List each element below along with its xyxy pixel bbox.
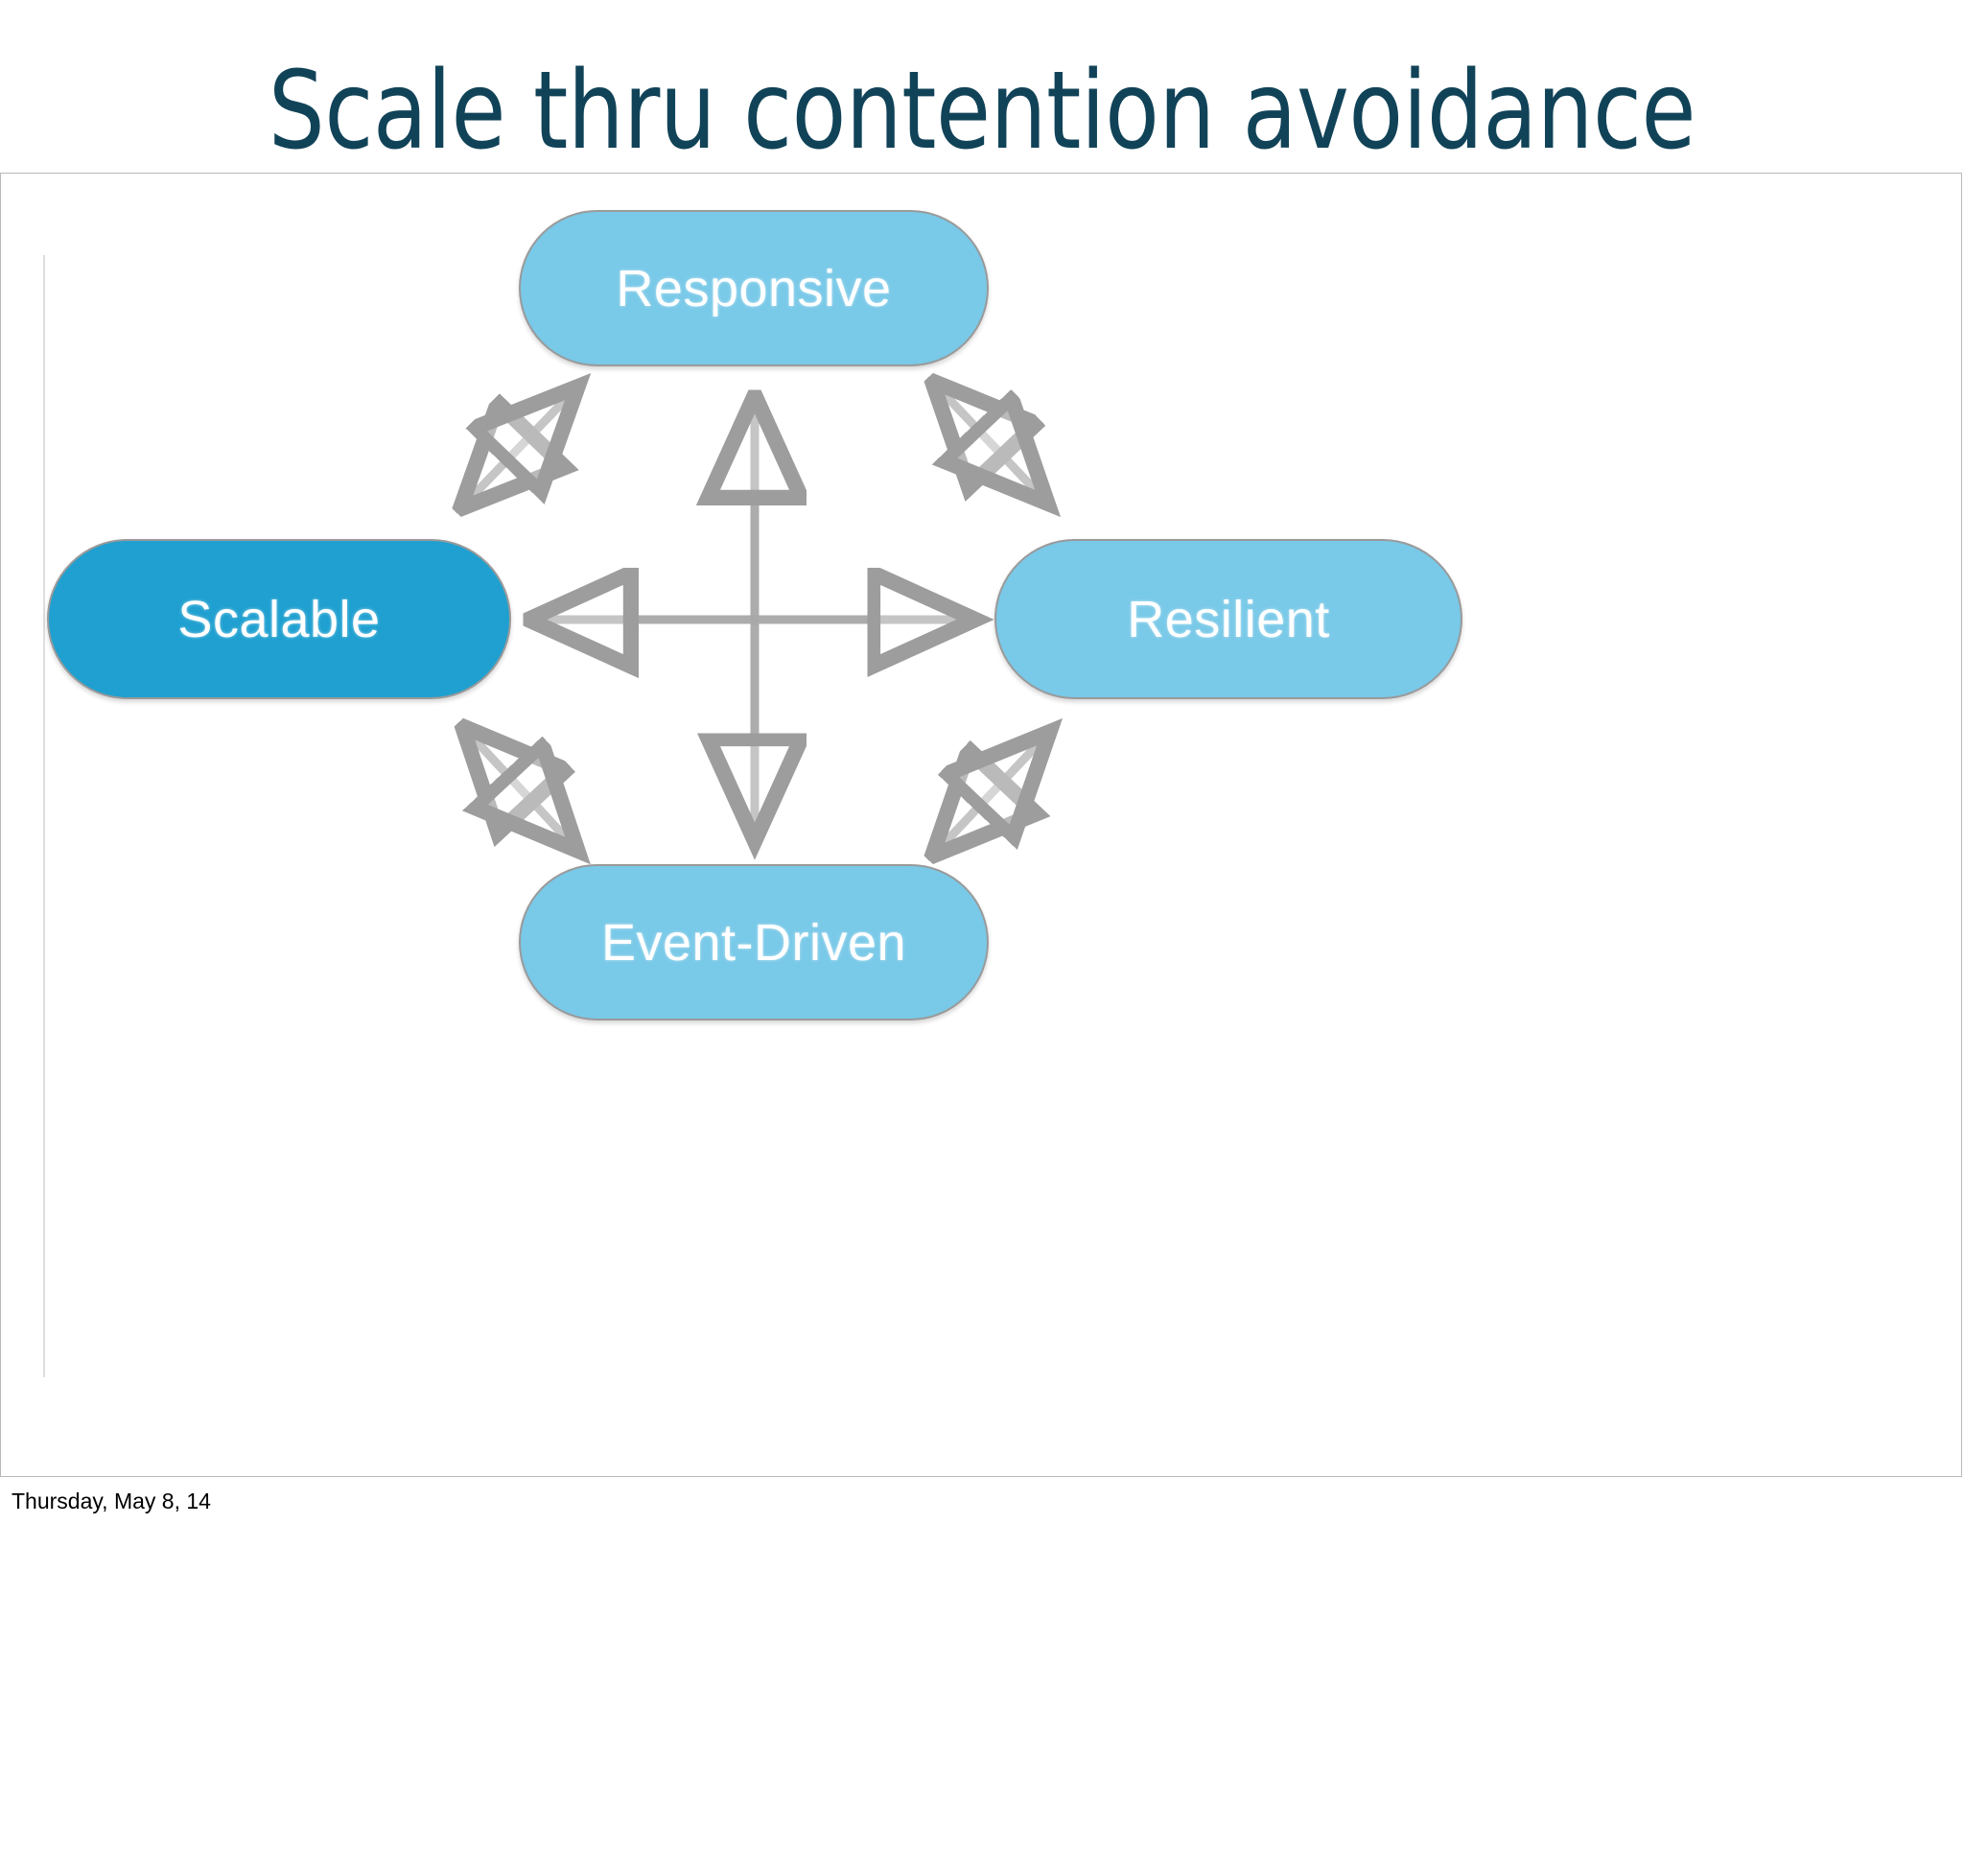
footer-date: Thursday, May 8, 14 [12,1489,211,1513]
node-scalable-label: Scalable [177,590,381,648]
node-responsive-label: Responsive [616,259,892,317]
node-resilient[interactable]: Resilient [994,539,1462,699]
connector-eventdriven-resilient [943,738,1044,845]
connector-responsive-resilient [943,392,1042,498]
relationship-diagram [1,174,1963,1478]
node-responsive[interactable]: Responsive [519,210,989,366]
connector-scalable-responsive [471,392,573,498]
connector-scalable-eventdriven [473,738,573,845]
slide-frame: Responsive Scalable Resilient Event-Driv… [0,173,1962,1477]
node-event-driven[interactable]: Event-Driven [519,864,989,1020]
page-title: Scale thru contention avoidance [268,49,1696,174]
content-area-divider [43,255,45,1377]
node-resilient-label: Resilient [1127,590,1330,648]
node-scalable[interactable]: Scalable [47,539,511,699]
node-event-driven-label: Event-Driven [600,913,907,972]
